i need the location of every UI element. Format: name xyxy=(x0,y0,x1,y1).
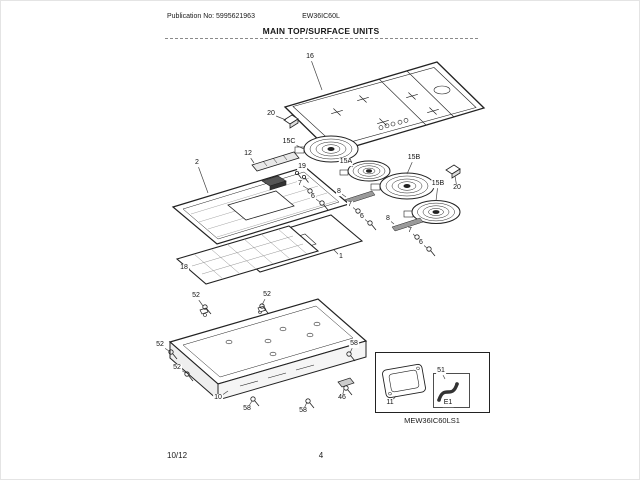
leader-line-20 xyxy=(454,175,458,189)
leader-line-46 xyxy=(341,388,345,399)
header-divider xyxy=(165,38,478,39)
mounting-bracket-left xyxy=(283,114,299,129)
model-number: EW36IC60L xyxy=(302,13,340,20)
insulation-sheet xyxy=(175,225,320,285)
accessory-handle xyxy=(433,373,470,408)
leader-line-15A xyxy=(345,161,354,168)
leader-line-15B xyxy=(435,183,439,202)
leader-line-58 xyxy=(246,400,253,410)
accessory-plate xyxy=(382,363,426,399)
mounting-bracket-right xyxy=(445,164,461,179)
side-bracket xyxy=(337,377,355,388)
footer-date: 10/12 xyxy=(167,451,188,460)
induction-coil-15C xyxy=(294,135,359,163)
pan-holes xyxy=(203,310,321,357)
terminal-strip xyxy=(251,151,300,172)
leader-line-1 xyxy=(333,249,342,258)
leader-line-7 xyxy=(349,204,357,211)
leader-line-52 xyxy=(261,294,268,306)
warming-zone-mark xyxy=(433,85,451,95)
leader-line-15B xyxy=(406,157,415,175)
leader-line-8 xyxy=(387,218,395,225)
burner-cross-marks xyxy=(331,92,439,126)
support-bracket-strips xyxy=(343,190,424,232)
leader-line-12 xyxy=(247,153,255,164)
leader-line-16 xyxy=(309,56,323,91)
leader-line-6 xyxy=(420,242,428,249)
leader-line-51 xyxy=(440,370,446,380)
base-pan xyxy=(168,298,368,402)
page-title: MAIN TOP/SURFACE UNITS xyxy=(262,26,380,36)
pan-vents xyxy=(239,364,315,387)
control-indicator-dots xyxy=(378,118,409,130)
leader-line-7 xyxy=(409,230,416,237)
induction-coil-15B-lower xyxy=(403,200,461,224)
leader-line-20 xyxy=(270,113,287,121)
leader-line-6 xyxy=(361,216,369,223)
footer-page-number: 4 xyxy=(318,451,324,460)
insulation-hatch xyxy=(191,228,308,280)
induction-coil-15B-upper xyxy=(370,172,435,200)
inset-caption: MEW36IC60LS1 xyxy=(404,416,460,425)
main-top-frame xyxy=(171,166,351,245)
junction-box xyxy=(261,175,287,191)
accessory-inset-box xyxy=(375,352,490,413)
publication-number: Publication No: 5995621963 xyxy=(167,13,255,20)
induction-coil-15A xyxy=(339,160,391,182)
leader-line-52 xyxy=(195,295,204,307)
leader-line-58 xyxy=(302,401,308,412)
leader-line-2 xyxy=(196,162,209,194)
leader-line-52 xyxy=(159,344,170,352)
